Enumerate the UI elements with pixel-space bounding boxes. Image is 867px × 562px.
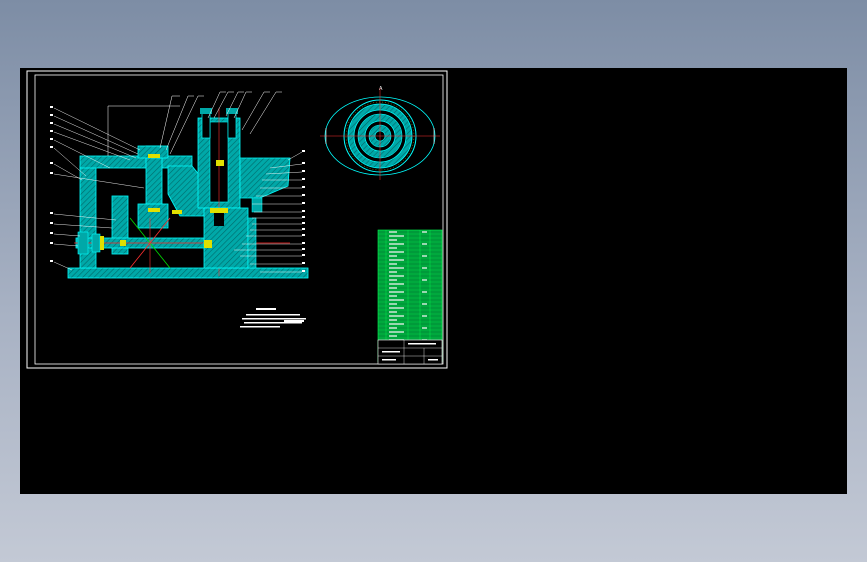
parts-list-cell-text — [389, 255, 397, 257]
housing-top — [79, 155, 193, 169]
parts-list-cell-text — [422, 291, 427, 293]
parts-list-cell-text — [422, 327, 427, 329]
right-flange — [239, 157, 291, 199]
parts-list-cell-text — [389, 271, 397, 273]
parts-list-cell-text — [422, 231, 427, 233]
parts-list-cell-text — [389, 275, 404, 277]
parts-list-cell-text — [422, 279, 427, 281]
parts-list-cell-text — [389, 267, 404, 269]
callouts-top — [107, 91, 282, 156]
parts-list-cell-text — [389, 279, 397, 281]
parts-list-cell-text — [389, 299, 404, 301]
parts-list-cell-text — [422, 315, 427, 317]
circular-section-view: A — [320, 86, 440, 180]
parts-list-cell-text — [389, 331, 404, 333]
parts-list-cell-text — [389, 319, 397, 321]
parts-list-cell-text — [389, 243, 404, 245]
parts-list-cell-text — [422, 267, 427, 269]
parts-list-cell-text — [389, 307, 404, 309]
callout-number-ticks — [50, 106, 305, 272]
parts-list-cell-text — [389, 315, 404, 317]
parts-list-cell-text — [389, 263, 397, 265]
parts-list-cell-text — [389, 283, 404, 285]
cad-drawing: A — [26, 70, 448, 369]
lower-right-body — [203, 207, 249, 269]
parts-list-cell-text — [389, 235, 404, 237]
base-plate — [67, 267, 309, 279]
parts-list-cell-text — [389, 259, 404, 261]
parts-list-cell-text — [422, 303, 427, 305]
cad-viewport[interactable]: A — [20, 68, 847, 494]
callouts-right — [234, 151, 303, 273]
parts-list-cell-text — [389, 291, 404, 293]
parts-list-cell-text — [422, 255, 427, 257]
bearing-left — [77, 231, 89, 255]
right-tube — [247, 217, 257, 269]
title-block — [377, 339, 443, 365]
technical-notes — [240, 308, 306, 328]
parts-list-cell-text — [389, 295, 397, 297]
parts-list-cell-text — [389, 287, 397, 289]
drawing-frame — [26, 70, 448, 369]
fasteners — [120, 154, 228, 248]
parts-list-cell-text — [389, 311, 397, 313]
parts-list-cell-text — [389, 231, 397, 233]
assembly-section-view — [50, 91, 309, 279]
gear-block — [137, 203, 169, 229]
section-marker-label: A — [379, 86, 383, 92]
parts-list-cell-text — [389, 251, 404, 253]
parts-list-cell-text — [389, 239, 397, 241]
parts-list-cell-text — [389, 303, 397, 305]
callouts-left — [53, 107, 145, 271]
parts-list-cell-text — [389, 327, 397, 329]
parts-list-cell-text — [389, 323, 404, 325]
parts-list-cell-text — [422, 243, 427, 245]
parts-list-cell-text — [389, 335, 397, 337]
parts-list-cell-text — [389, 247, 397, 249]
